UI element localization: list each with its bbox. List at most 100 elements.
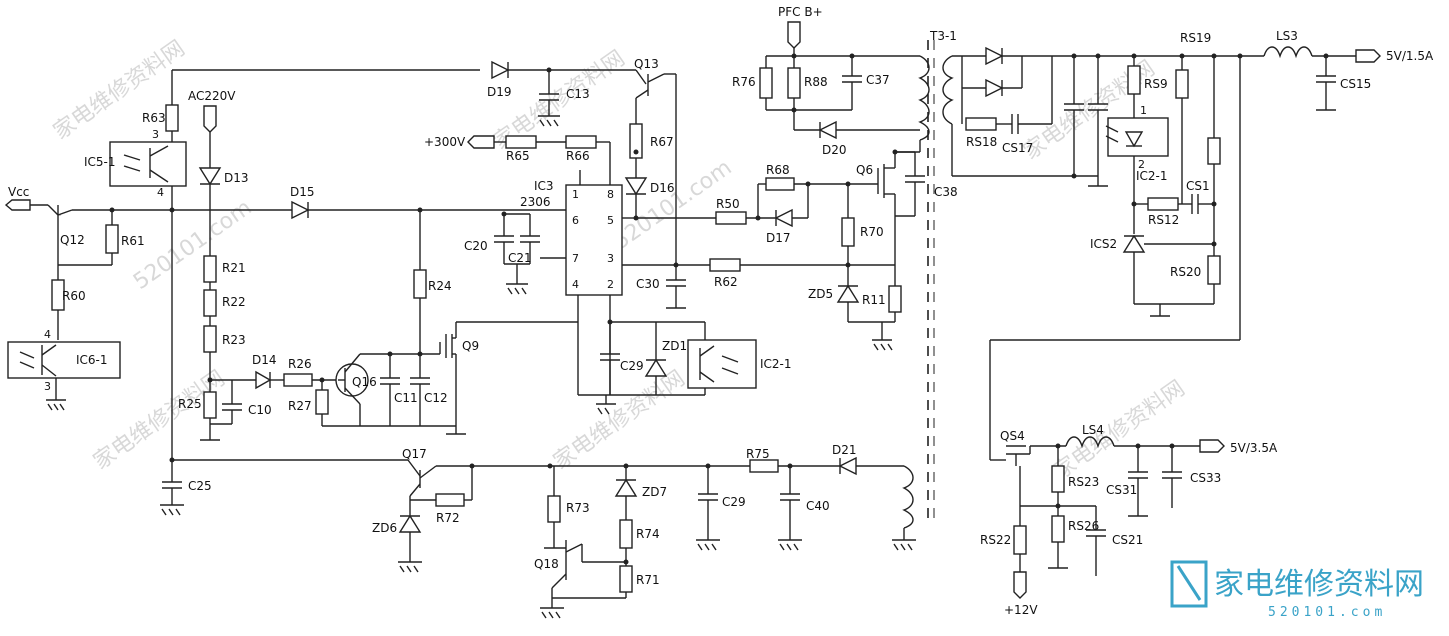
label-ic3: IC3 [534,179,554,193]
label-r72: R72 [436,511,460,525]
pin-1: 1 [1140,104,1147,117]
ic3-section: D15 IC3 2306 1 8 6 5 7 3 4 2 C20 C21 [172,170,716,395]
label-t3: T3-1 [929,29,957,43]
resistor-r72 [435,493,465,507]
label-c11: C11 [394,391,418,405]
pin-3: 3 [44,380,51,393]
label-c10: C10 [248,403,272,417]
ic3-bottom-section: C29 ZD1 IC2-1 [578,322,792,415]
label-ic5: IC5-1 [84,155,116,169]
label-ic3-part: 2306 [520,195,551,209]
label-cs1: CS1 [1186,179,1210,193]
watermark-text: 家电维修资料网 [89,366,230,475]
label-r62: R62 [714,275,738,289]
label-c12: C12 [424,391,448,405]
label-q13: Q13 [634,57,659,71]
diode-d14 [255,370,272,390]
label-c29a: C29 [620,359,644,373]
out-5v35-connector [1199,439,1225,453]
resistor-rs9 [1127,65,1141,95]
plus12-connector [1013,571,1027,599]
logo-text: 家电维修资料网 [1214,567,1424,602]
resistor-rs-div [1207,137,1221,165]
optocoupler-ic6 [7,341,121,379]
secondary-5v15-section: T3-1 RS18 CS17 [929,29,1434,460]
resistor-r61 [105,224,119,254]
label-r73: R73 [566,501,590,515]
label-cs15: CS15 [1340,77,1371,91]
resistor-r62 [709,258,741,272]
resistor-r23 [203,325,217,353]
resistor-r21 [203,255,217,283]
label-out5v15: 5V/1.5A [1386,49,1434,63]
resistor-r25 [203,391,217,419]
inductor-ls4 [1065,436,1115,449]
label-r88: R88 [804,75,828,89]
label-ic2a: IC2-1 [760,357,792,371]
label-plus300: +300V [424,135,466,149]
label-rs9: RS9 [1144,77,1168,91]
label-ls4: LS4 [1082,423,1104,437]
label-r61: R61 [121,234,145,248]
label-ls3: LS3 [1276,29,1298,43]
plus300-section: +300V R65 R66 [424,135,611,185]
label-d14: D14 [252,353,277,367]
resistor-r74 [619,519,633,549]
q16-q9-section: R24 Q16 C11 C12 Q9 [322,210,479,435]
resistor-r63 [165,104,179,132]
pin-8: 8 [607,188,614,201]
label-rs12: RS12 [1148,213,1179,227]
site-logo: 家电维修资料网 520101.com [1170,560,1424,620]
pin-4: 4 [157,186,164,199]
label-vcc: Vcc [8,185,29,199]
pin-3: 3 [152,128,159,141]
resistor-r22 [203,289,217,317]
label-rs20: RS20 [1170,265,1201,279]
resistor-r50 [715,211,747,225]
resistor-r27 [315,389,329,415]
resistor-rs20 [1207,255,1221,285]
resistor-r75 [749,459,779,473]
label-r25: R25 [178,397,202,411]
regulator-ics2 [1122,234,1146,253]
zener-zd7 [614,478,638,497]
resistor-r71 [619,565,633,593]
label-r76: R76 [732,75,756,89]
resistor-r70 [841,217,855,247]
vcc-section: Vcc Q12 R61 R60 4 3 IC6-1 [4,185,172,411]
label-zd5: ZD5 [808,287,833,301]
label-r27: R27 [288,399,312,413]
q17-section: Q17 ZD6 R72 R73 Q18 [172,443,916,619]
diode-ds1 [985,46,1004,66]
label-rs23: RS23 [1068,475,1099,489]
resistor-rs12 [1147,197,1179,211]
watermark-text: 家电维修资料网 [1049,376,1190,485]
label-d19: D19 [487,85,512,99]
label-zd6: ZD6 [372,521,397,535]
q13-section: D19 C13 Q13 R67 D16 [487,57,677,265]
diode-d13 [198,167,222,186]
diode-d20 [818,120,837,140]
diode-d21 [838,456,857,476]
q6-section: C30 R62 R50 R68 D17 Q6 [636,151,958,351]
label-r65: R65 [506,149,530,163]
plus300-connector [467,135,495,149]
label-cs21: CS21 [1112,533,1143,547]
pfc-connector [787,21,801,49]
label-q16: Q16 [352,375,377,389]
label-r71: R71 [636,573,660,587]
aux-winding [902,465,914,529]
label-q9: Q9 [462,339,479,353]
label-r75: R75 [746,447,770,461]
label-rs26: RS26 [1068,519,1099,533]
pfc-section: PFC B+ R76 R88 C37 D20 [732,5,930,157]
label-zd7: ZD7 [642,485,667,499]
resistor-r66 [565,135,597,149]
label-q17: Q17 [402,447,427,461]
resistor-rs23 [1051,465,1065,493]
resistor-rs18 [965,117,997,131]
secondary-5v35-section: QS4 LS4 5V/3.5A CS31 CS33 RS23 [980,423,1278,617]
optocoupler-ic2a [687,339,757,389]
resistor-r76 [759,67,773,99]
label-cs17: CS17 [1002,141,1033,155]
